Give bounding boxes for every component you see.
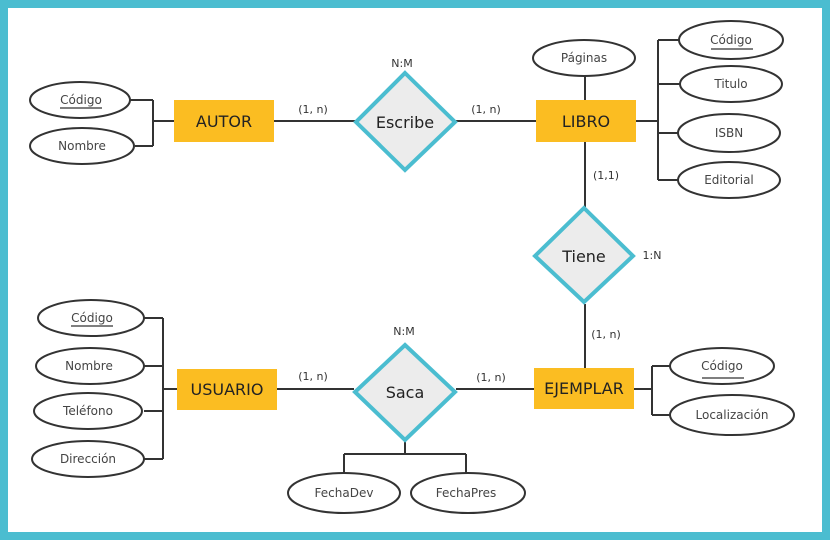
attribute-label: ISBN [715,126,743,140]
attribute-label: Código [701,359,743,373]
entity-usuario: USUARIO [177,369,277,410]
attribute-libro-paginas: Páginas [532,39,636,77]
relationship-type-escribe: N:M [391,57,412,70]
entity-autor: AUTOR [174,100,274,142]
relationship-label: Escribe [376,113,434,132]
attribute-ejemplar-localizacion: Localización [669,394,795,436]
attribute-libro-isbn: ISBN [677,113,781,153]
relationship-label: Saca [386,383,425,402]
attribute-usuario-codigo: Código [37,299,145,337]
entity-label: USUARIO [191,380,264,399]
attribute-label: Código [60,93,102,107]
relationship-type-tiene: 1:N [643,249,662,262]
attribute-autor-nombre: Nombre [29,127,135,165]
attribute-autor-codigo: Código [29,81,131,119]
attribute-label: Teléfono [62,404,113,418]
relationship-type-saca: N:M [393,325,414,338]
relationship-tiene: Tiene [532,205,636,305]
cardinality-saca-ejemplar: (1, n) [476,371,506,384]
attribute-label: Localización [696,408,769,422]
attribute-label: FechaDev [315,486,374,500]
attribute-label: Código [710,33,752,47]
attribute-usuario-telefono: Teléfono [33,392,143,430]
attribute-label: Editorial [704,173,754,187]
cardinality-tiene-ejemplar: (1, n) [591,328,621,341]
attribute-label: Nombre [58,139,106,153]
relationship-escribe: Escribe [353,70,458,173]
entity-label: EJEMPLAR [544,379,624,398]
relationship-saca: Saca [352,342,458,443]
cardinality-libro-tiene: (1,1) [593,169,619,182]
cardinality-autor-escribe: (1, n) [298,103,328,116]
attribute-usuario-direccion: Dirección [31,440,145,478]
attribute-ejemplar-codigo: Código [669,347,775,385]
entity-label: AUTOR [196,112,252,131]
attribute-saca-fechadev: FechaDev [287,472,401,514]
attribute-label: Titulo [713,77,747,91]
attribute-libro-codigo: Código [678,20,784,60]
entity-libro: LIBRO [536,100,636,142]
attribute-label: Dirección [60,452,116,466]
attribute-label: FechaPres [436,486,497,500]
connectors [130,39,680,475]
attribute-label: Nombre [65,359,113,373]
attribute-libro-titulo: Titulo [679,65,783,103]
cardinality-usuario-saca: (1, n) [298,370,328,383]
attribute-usuario-nombre: Nombre [35,347,145,385]
attribute-label: Páginas [561,51,607,65]
attribute-libro-editorial: Editorial [677,161,781,199]
entity-label: LIBRO [562,112,610,131]
relationship-label: Tiene [561,247,606,266]
attribute-saca-fechapres: FechaPres [410,472,526,514]
attribute-label: Código [71,311,113,325]
entity-ejemplar: EJEMPLAR [534,368,634,409]
cardinality-escribe-libro: (1, n) [471,103,501,116]
